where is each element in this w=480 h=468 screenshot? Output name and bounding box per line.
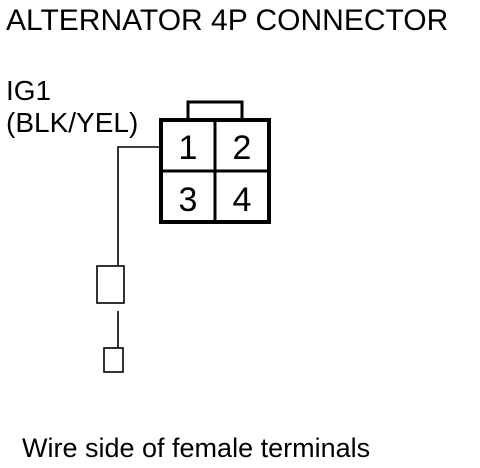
connector-housing: 1 2 3 4 (159, 100, 271, 224)
pin-3-label: 3 (179, 181, 198, 219)
probe-terminal (96, 265, 125, 304)
terminal-name-label: IG1 (6, 75, 51, 106)
pin-1-label: 1 (179, 129, 198, 167)
pin-4-label: 4 (233, 181, 252, 219)
wire-color-label: (BLK/YEL) (6, 107, 138, 138)
diagram-caption: Wire side of female terminals (22, 433, 370, 463)
probe-tip (103, 347, 124, 373)
lead-wire (117, 146, 161, 265)
diagram-title: ALTERNATOR 4P CONNECTOR (6, 4, 448, 37)
pin-2-label: 2 (233, 129, 252, 167)
